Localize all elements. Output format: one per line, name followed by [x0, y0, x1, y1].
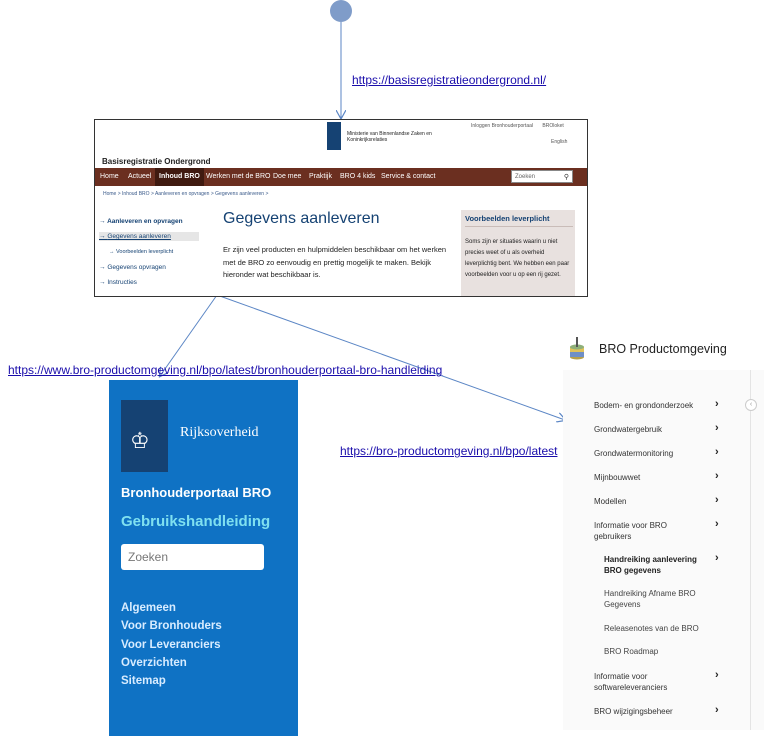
menu-voor-leveranciers[interactable]: Voor Leveranciers — [121, 638, 221, 651]
url-handleiding[interactable]: https://www.bro-productomgeving.nl/bpo/l… — [8, 363, 443, 377]
language-link[interactable]: English — [551, 139, 568, 145]
ministry-crest-icon — [327, 122, 341, 150]
nav-mijnbouwwet[interactable]: Mijnbouwwet — [594, 473, 641, 482]
nav-home[interactable]: Home — [100, 173, 119, 180]
menu-gegevens-aanleveren[interactable]: → Gegevens aanleveren — [99, 232, 199, 241]
nav-releasenotes[interactable]: Releasenotes van de BRO — [604, 624, 699, 633]
nav-doe-mee[interactable]: Doe mee — [273, 173, 302, 180]
nav-informatie-bro-gebruikers[interactable]: Informatie voor BRO gebruikers — [594, 521, 667, 541]
productomgeving-title: BRO Productomgeving — [599, 342, 727, 356]
chevron-right-icon[interactable]: › — [715, 669, 719, 681]
rijksoverheid-logo: ♔ — [121, 400, 168, 472]
search-input[interactable]: Zoeken ⚲ — [511, 170, 573, 183]
search-icon[interactable]: ⚲ — [563, 174, 569, 181]
menu-aanleveren-en-opvragen[interactable]: → Aanleveren en opvragen — [99, 218, 183, 225]
bro-website-screenshot: Ministerie van Binnenlandse Zaken en Kon… — [94, 119, 588, 297]
nav-bro-wijzigingsbeheer[interactable]: BRO wijzigingsbeheer — [594, 707, 673, 716]
nav-bro-4-kids[interactable]: BRO 4 kids — [340, 173, 376, 180]
menu-sitemap[interactable]: Sitemap — [121, 675, 166, 688]
menu-voorbeelden-leverplicht[interactable]: → Voorbeelden leverplicht — [109, 249, 174, 255]
chevron-right-icon[interactable]: › — [715, 704, 719, 716]
chevron-right-icon[interactable]: › — [715, 470, 719, 482]
nav-modellen[interactable]: Modellen — [594, 497, 627, 506]
productomgeving-screenshot: BRO Productomgeving ‹ Bodem- en grondond… — [563, 330, 764, 730]
chevron-right-icon[interactable]: › — [715, 398, 719, 410]
aside-box: Voorbeelden leverplicht Soms zijn er sit… — [461, 210, 575, 296]
menu-voor-bronhouders[interactable]: Voor Bronhouders — [121, 620, 222, 633]
nav-werken-met-de-bro[interactable]: Werken met de BRO — [206, 173, 271, 180]
menu-gegevens-opvragen[interactable]: → Gegevens opvragen — [99, 264, 166, 271]
intro-paragraph: Er zijn veel producten en hulpmiddelen b… — [223, 245, 447, 279]
handleiding-screenshot: ♔ Rijksoverheid Bronhouderportaal BRO Ge… — [109, 380, 298, 736]
nav-handreiking-afname[interactable]: Handreiking Afname BRO Gegevens — [604, 589, 696, 609]
url-productomgeving[interactable]: https://bro-productomgeving.nl/bpo/lates… — [340, 444, 558, 458]
start-node — [330, 0, 352, 22]
nav-grondwatergebruik[interactable]: Grondwatergebruik — [594, 425, 663, 434]
broloket-link[interactable]: BROloket — [542, 123, 564, 129]
nav-bro-roadmap[interactable]: BRO Roadmap — [604, 647, 659, 656]
portal-subtitle: Gebruikshandleiding — [121, 513, 271, 530]
menu-algemeen[interactable]: Algemeen — [121, 602, 176, 614]
search-input[interactable]: Zoeken — [121, 544, 264, 570]
nav-service-contact[interactable]: Service & contact — [381, 173, 436, 180]
portal-title: Bronhouderportaal BRO — [121, 485, 272, 500]
brand-name: Rijksoverheid — [180, 425, 259, 440]
nav-informatie-softwareleveranciers[interactable]: Informatie voor softwareleveranciers — [594, 672, 668, 692]
main-nav: Home Actueel Inhoud BRO Werken met de BR… — [95, 168, 587, 186]
chevron-right-icon[interactable]: › — [715, 518, 719, 530]
nav-actueel[interactable]: Actueel — [128, 173, 152, 180]
menu-overzichten[interactable]: Overzichten — [121, 656, 187, 669]
site-title: Basisregistratie Ondergrond — [102, 157, 211, 166]
nav-handreiking-aanlevering[interactable]: Handreiking aanlevering BRO gegevens — [604, 555, 697, 575]
chevron-right-icon[interactable]: › — [715, 446, 719, 458]
crest-icon: ♔ — [130, 428, 150, 453]
login-link[interactable]: Inloggen Bronhouderportaal — [471, 123, 533, 129]
url-basisregistratie[interactable]: https://basisregistratieondergrond.nl/ — [352, 73, 547, 87]
collapse-sidebar-icon[interactable]: ‹ — [745, 399, 757, 411]
aside-title: Voorbeelden leverplicht — [465, 214, 573, 227]
ministry-name: Ministerie van Binnenlandse Zaken en Kon… — [347, 131, 432, 143]
chevron-right-icon[interactable]: › — [715, 552, 719, 564]
aside-text: Soms zijn er situaties waarin u niet pre… — [465, 239, 570, 278]
breadcrumb: Home > Inhoud BRO > Aanleveren en opvrag… — [103, 191, 269, 197]
menu-instructies[interactable]: → Instructies — [99, 279, 137, 286]
handleiding-menu: Algemeen Voor Bronhouders Voor Leveranci… — [121, 599, 222, 690]
layers-icon — [570, 337, 584, 360]
nav-bodem-grondonderzoek[interactable]: Bodem- en grondonderzoek — [594, 401, 694, 410]
page-title: Gegevens aanleveren — [223, 210, 380, 227]
nav-inhoud-bro[interactable]: Inhoud BRO — [155, 168, 204, 186]
nav-grondwatermonitoring[interactable]: Grondwatermonitoring — [594, 449, 674, 458]
chevron-right-icon[interactable]: › — [715, 422, 719, 434]
chevron-right-icon[interactable]: › — [715, 494, 719, 506]
nav-praktijk[interactable]: Praktijk — [309, 173, 332, 180]
